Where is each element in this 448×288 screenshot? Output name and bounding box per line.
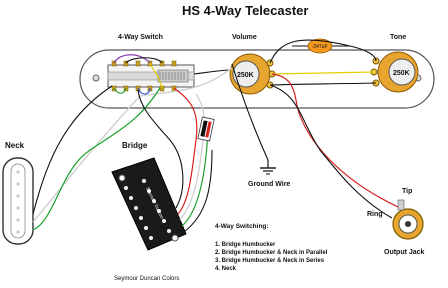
wire-bridge-green — [181, 129, 209, 227]
switch-track — [107, 71, 195, 81]
neck-pickup-inner — [10, 163, 26, 239]
wire-yellow — [271, 71, 375, 75]
volume-label: Volume — [232, 34, 257, 41]
switching-heading: 4-Way Switching: — [215, 223, 269, 230]
humbucker-screw — [118, 174, 126, 182]
wire-switch-volume — [193, 69, 231, 75]
wire-neck-green — [32, 87, 161, 231]
footer-note: Seymour Duncan Colors — [114, 276, 179, 282]
ring-label: Ring — [367, 211, 383, 218]
wire-black-cap — [269, 39, 377, 64]
wire-bridge-black — [137, 89, 184, 209]
tone-label: Tone — [390, 34, 406, 41]
wire-to-ground — [231, 63, 269, 161]
wire-black-ground — [269, 82, 377, 86]
neck-label: Neck — [5, 141, 25, 150]
wire-bridge-red — [173, 87, 198, 215]
capacitor-body — [307, 38, 333, 54]
tip-label: Tip — [402, 188, 412, 195]
volume-pot-value: 250K — [237, 72, 254, 79]
switch-lever — [157, 69, 189, 83]
bridge-label: Bridge — [122, 141, 148, 150]
tone-pot-face — [388, 58, 416, 86]
wire-bridge-bare — [183, 149, 213, 233]
tone-capacitor: .047uF — [292, 38, 350, 54]
switching-item: 2. Bridge Humbucker & Neck in Parallel — [215, 250, 328, 256]
wire-neck-white — [32, 67, 233, 223]
four-way-switch — [107, 54, 195, 95]
tone-pot: 250K — [370, 51, 419, 93]
tone-pot-value: 250K — [393, 70, 410, 77]
bridge-humbucker: Seymour Duncan — [111, 157, 187, 251]
switching-item: 3. Bridge Humbucker & Neck in Series — [215, 258, 325, 264]
switch-label: 4-Way Switch — [118, 34, 163, 41]
ground-symbol — [260, 160, 276, 175]
jack-tip-lug — [397, 199, 405, 211]
neck-pickup — [2, 157, 34, 245]
wire-bridge-white — [179, 93, 206, 221]
wire-black-ring — [269, 84, 393, 219]
diagram-title: HS 4-Way Telecaster — [182, 3, 308, 18]
output-jack — [392, 199, 424, 240]
volume-pot: 250K — [229, 53, 276, 95]
volume-pot-face — [232, 60, 260, 88]
switching-item: 4. Neck — [215, 266, 237, 272]
humbucker-body — [111, 157, 187, 251]
jack-label: Output Jack — [384, 249, 425, 256]
capacitor-value: .047uF — [312, 44, 328, 50]
plate-screw — [92, 74, 100, 82]
humbucker-screw — [171, 234, 179, 242]
wire-neck-black — [32, 85, 113, 215]
switching-item: 1. Bridge Humbucker — [215, 242, 276, 248]
ground-label: Ground Wire — [248, 181, 290, 188]
